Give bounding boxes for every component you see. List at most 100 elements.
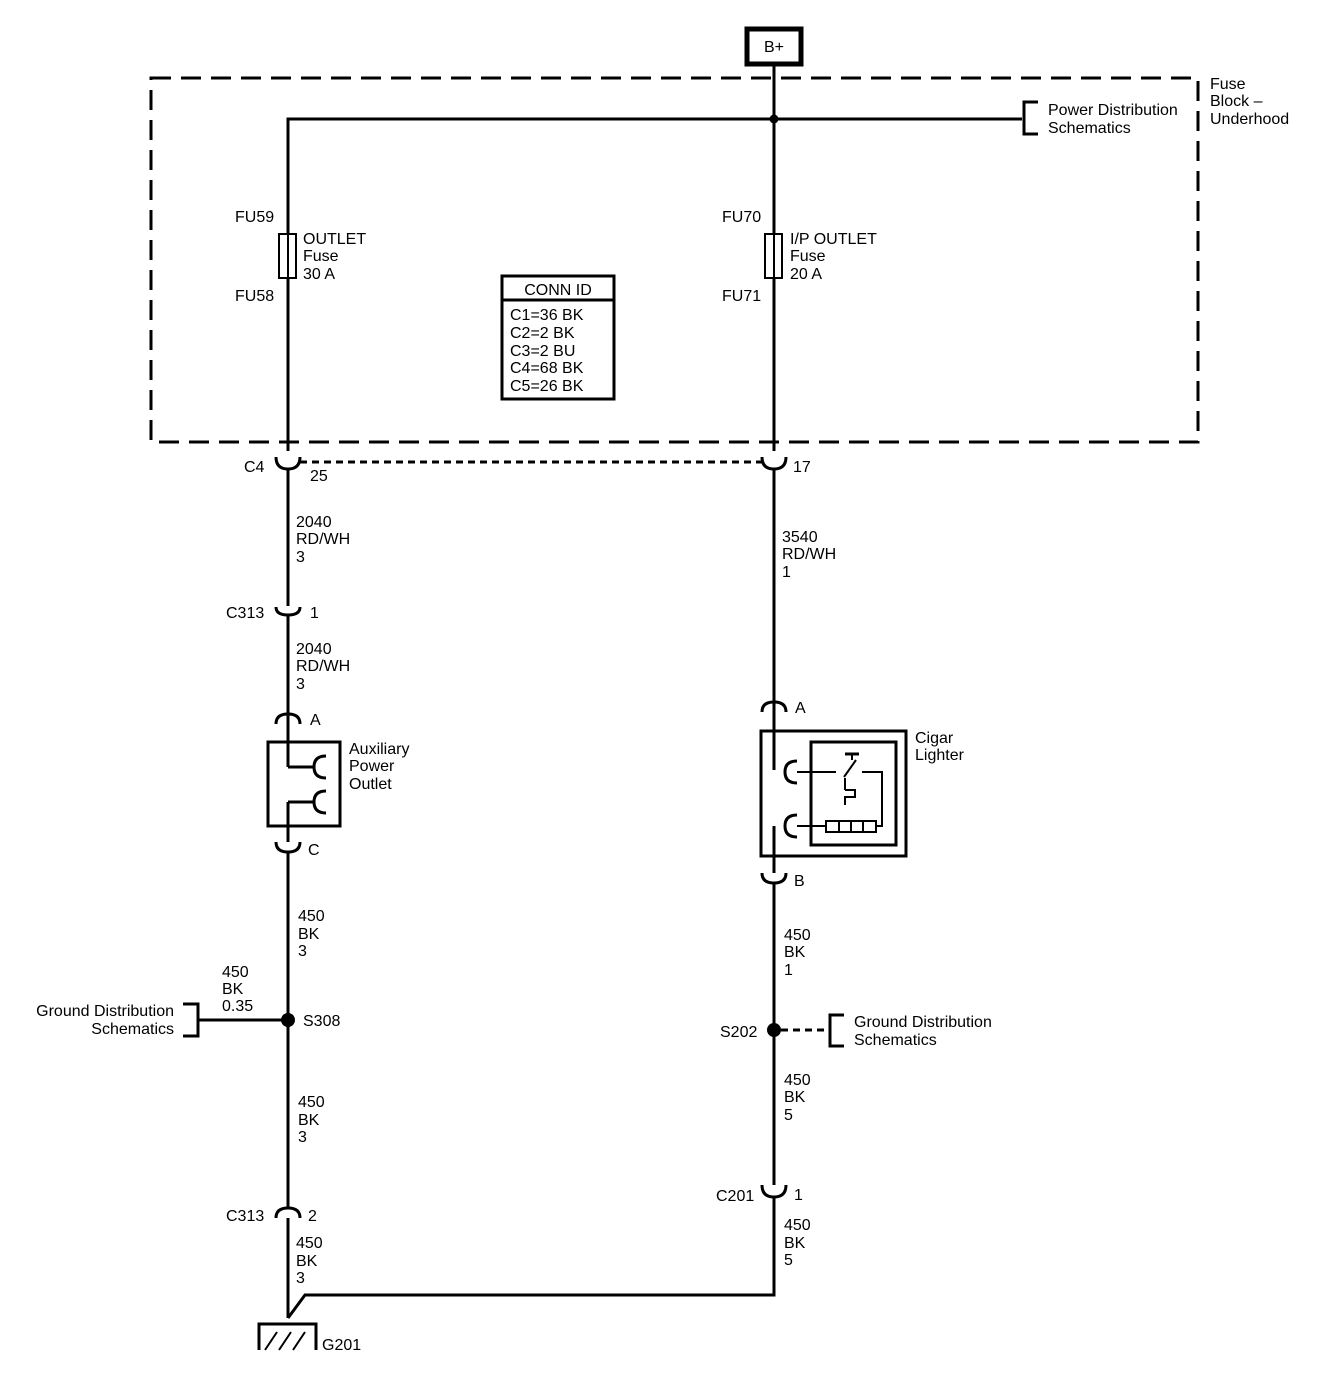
battery-label: B+ [764, 39, 784, 56]
aux-pin-a: A [310, 712, 321, 729]
fuse-block-label: Fuse Block – Underhood [1210, 76, 1289, 128]
svg-text:Outlet: Outlet [349, 776, 392, 793]
fuse-right-bottom-pin: FU71 [722, 288, 761, 305]
svg-text:450: 450 [298, 1094, 325, 1111]
svg-text:3: 3 [298, 943, 307, 960]
svg-text:Schematics: Schematics [854, 1032, 937, 1049]
svg-text:450: 450 [784, 1217, 811, 1234]
outlet-fuse [278, 233, 297, 279]
svg-text:Ground Distribution: Ground Distribution [854, 1014, 992, 1031]
svg-text:3: 3 [296, 549, 305, 566]
splice-s308-label: S308 [303, 1013, 340, 1030]
battery-terminal: B+ [744, 26, 804, 67]
c201-pin: 1 [794, 1187, 803, 1204]
svg-text:450: 450 [298, 908, 325, 925]
c313-label-bottom: C313 [226, 1208, 264, 1225]
svg-text:BK: BK [298, 926, 320, 943]
svg-text:3: 3 [296, 676, 305, 693]
ground-g201-icon [257, 1322, 318, 1351]
svg-text:Lighter: Lighter [915, 747, 965, 764]
switch-icon [843, 759, 857, 778]
svg-text:3: 3 [298, 1129, 307, 1146]
fuse-left-bottom-pin: FU58 [235, 288, 274, 305]
svg-text:BK: BK [784, 944, 806, 961]
ground-g201-label: G201 [322, 1337, 361, 1354]
c313-pin-top: 1 [310, 605, 319, 622]
c313-pin-bottom: 2 [308, 1208, 317, 1225]
fuse-right-top-pin: FU70 [722, 209, 761, 226]
wire-label: 450 BK 5 [784, 1217, 811, 1269]
svg-text:RD/WH: RD/WH [296, 658, 350, 675]
wire-label: 450 BK 0.35 [222, 964, 253, 1015]
cigar-lighter-label: Cigar Lighter [915, 730, 965, 764]
fuse-right-type: Fuse [790, 248, 826, 265]
aux-pin-a-connector [274, 712, 302, 725]
svg-text:RD/WH: RD/WH [782, 546, 836, 563]
ground-distribution-ref-left: Ground Distribution Schematics [36, 1002, 200, 1038]
ip-outlet-fuse [764, 233, 783, 279]
svg-text:5: 5 [784, 1252, 793, 1269]
svg-text:450: 450 [784, 927, 811, 944]
conn-id-row: C1=36 BK [510, 307, 584, 324]
svg-text:Schematics: Schematics [1048, 120, 1131, 137]
splice-s202 [767, 1023, 781, 1037]
aux-pin-c-connector [274, 841, 302, 854]
c4-pin-left: 25 [310, 468, 328, 485]
svg-text:Ground Distribution: Ground Distribution [36, 1003, 174, 1020]
svg-text:BK: BK [222, 981, 244, 998]
fuse-right-name: I/P OUTLET [790, 231, 877, 248]
splice-s202-label: S202 [720, 1024, 757, 1041]
svg-text:BK: BK [298, 1112, 320, 1129]
c4-pin-right: 17 [793, 459, 811, 476]
svg-text:450: 450 [222, 964, 249, 981]
wire-label: 450 BK 3 [298, 1094, 325, 1146]
fuse-left-rating: 30 A [303, 266, 335, 283]
fuse-left-top-pin: FU59 [235, 209, 274, 226]
svg-text:BK: BK [296, 1253, 318, 1270]
wire-label: 450 BK 3 [296, 1235, 323, 1287]
svg-text:5: 5 [784, 1107, 793, 1124]
fuse-block-border [149, 76, 1200, 444]
svg-text:450: 450 [784, 1072, 811, 1089]
svg-text:RD/WH: RD/WH [296, 531, 350, 548]
c313-pin1-connector [274, 606, 302, 617]
svg-text:BK: BK [784, 1235, 806, 1252]
cigar-lighter [759, 712, 908, 873]
cigar-pin-b-connector [760, 872, 788, 885]
svg-text:Schematics: Schematics [91, 1021, 174, 1038]
svg-text:1: 1 [782, 564, 791, 581]
svg-text:3540: 3540 [782, 529, 818, 546]
c201-label: C201 [716, 1188, 754, 1205]
ground-distribution-ref-right: Ground Distribution Schematics [828, 1013, 992, 1049]
c4-label: C4 [244, 459, 265, 476]
wire-label: 3540 RD/WH 1 [782, 529, 836, 581]
svg-text:Cigar: Cigar [915, 730, 954, 747]
aux-outlet-label: Auxiliary Power Outlet [349, 741, 409, 793]
conn-id-row: C2=2 BK [510, 325, 575, 342]
svg-text:3: 3 [296, 1270, 305, 1287]
fuse-left-name: OUTLET [303, 231, 366, 248]
svg-text:Power: Power [349, 758, 395, 775]
c4-connector [274, 456, 788, 471]
cigar-pin-a-connector [760, 700, 788, 713]
c201-connector [760, 1184, 788, 1199]
svg-text:Auxiliary: Auxiliary [349, 741, 409, 758]
aux-pin-c: C [308, 842, 320, 859]
svg-text:BK: BK [784, 1089, 806, 1106]
c313-pin2-connector [274, 1206, 302, 1219]
wire-label: 450 BK 1 [784, 927, 811, 979]
conn-id-box: CONN ID C1=36 BK C2=2 BK C3=2 BU C4=68 B… [500, 274, 616, 401]
cigar-pin-a: A [795, 700, 806, 717]
fuse-right-rating: 20 A [790, 266, 822, 283]
svg-text:2040: 2040 [296, 514, 332, 531]
svg-text:450: 450 [296, 1235, 323, 1252]
ground-return-wire [286, 1208, 776, 1319]
svg-text:Block –: Block – [1210, 93, 1263, 110]
svg-text:Underhood: Underhood [1210, 111, 1289, 128]
wire-label: 2040 RD/WH 3 [296, 641, 350, 693]
wire-label: 2040 RD/WH 3 [296, 514, 350, 566]
conn-id-title: CONN ID [524, 282, 592, 299]
conn-id-row: C4=68 BK [510, 360, 584, 377]
svg-text:0.35: 0.35 [222, 998, 253, 1015]
